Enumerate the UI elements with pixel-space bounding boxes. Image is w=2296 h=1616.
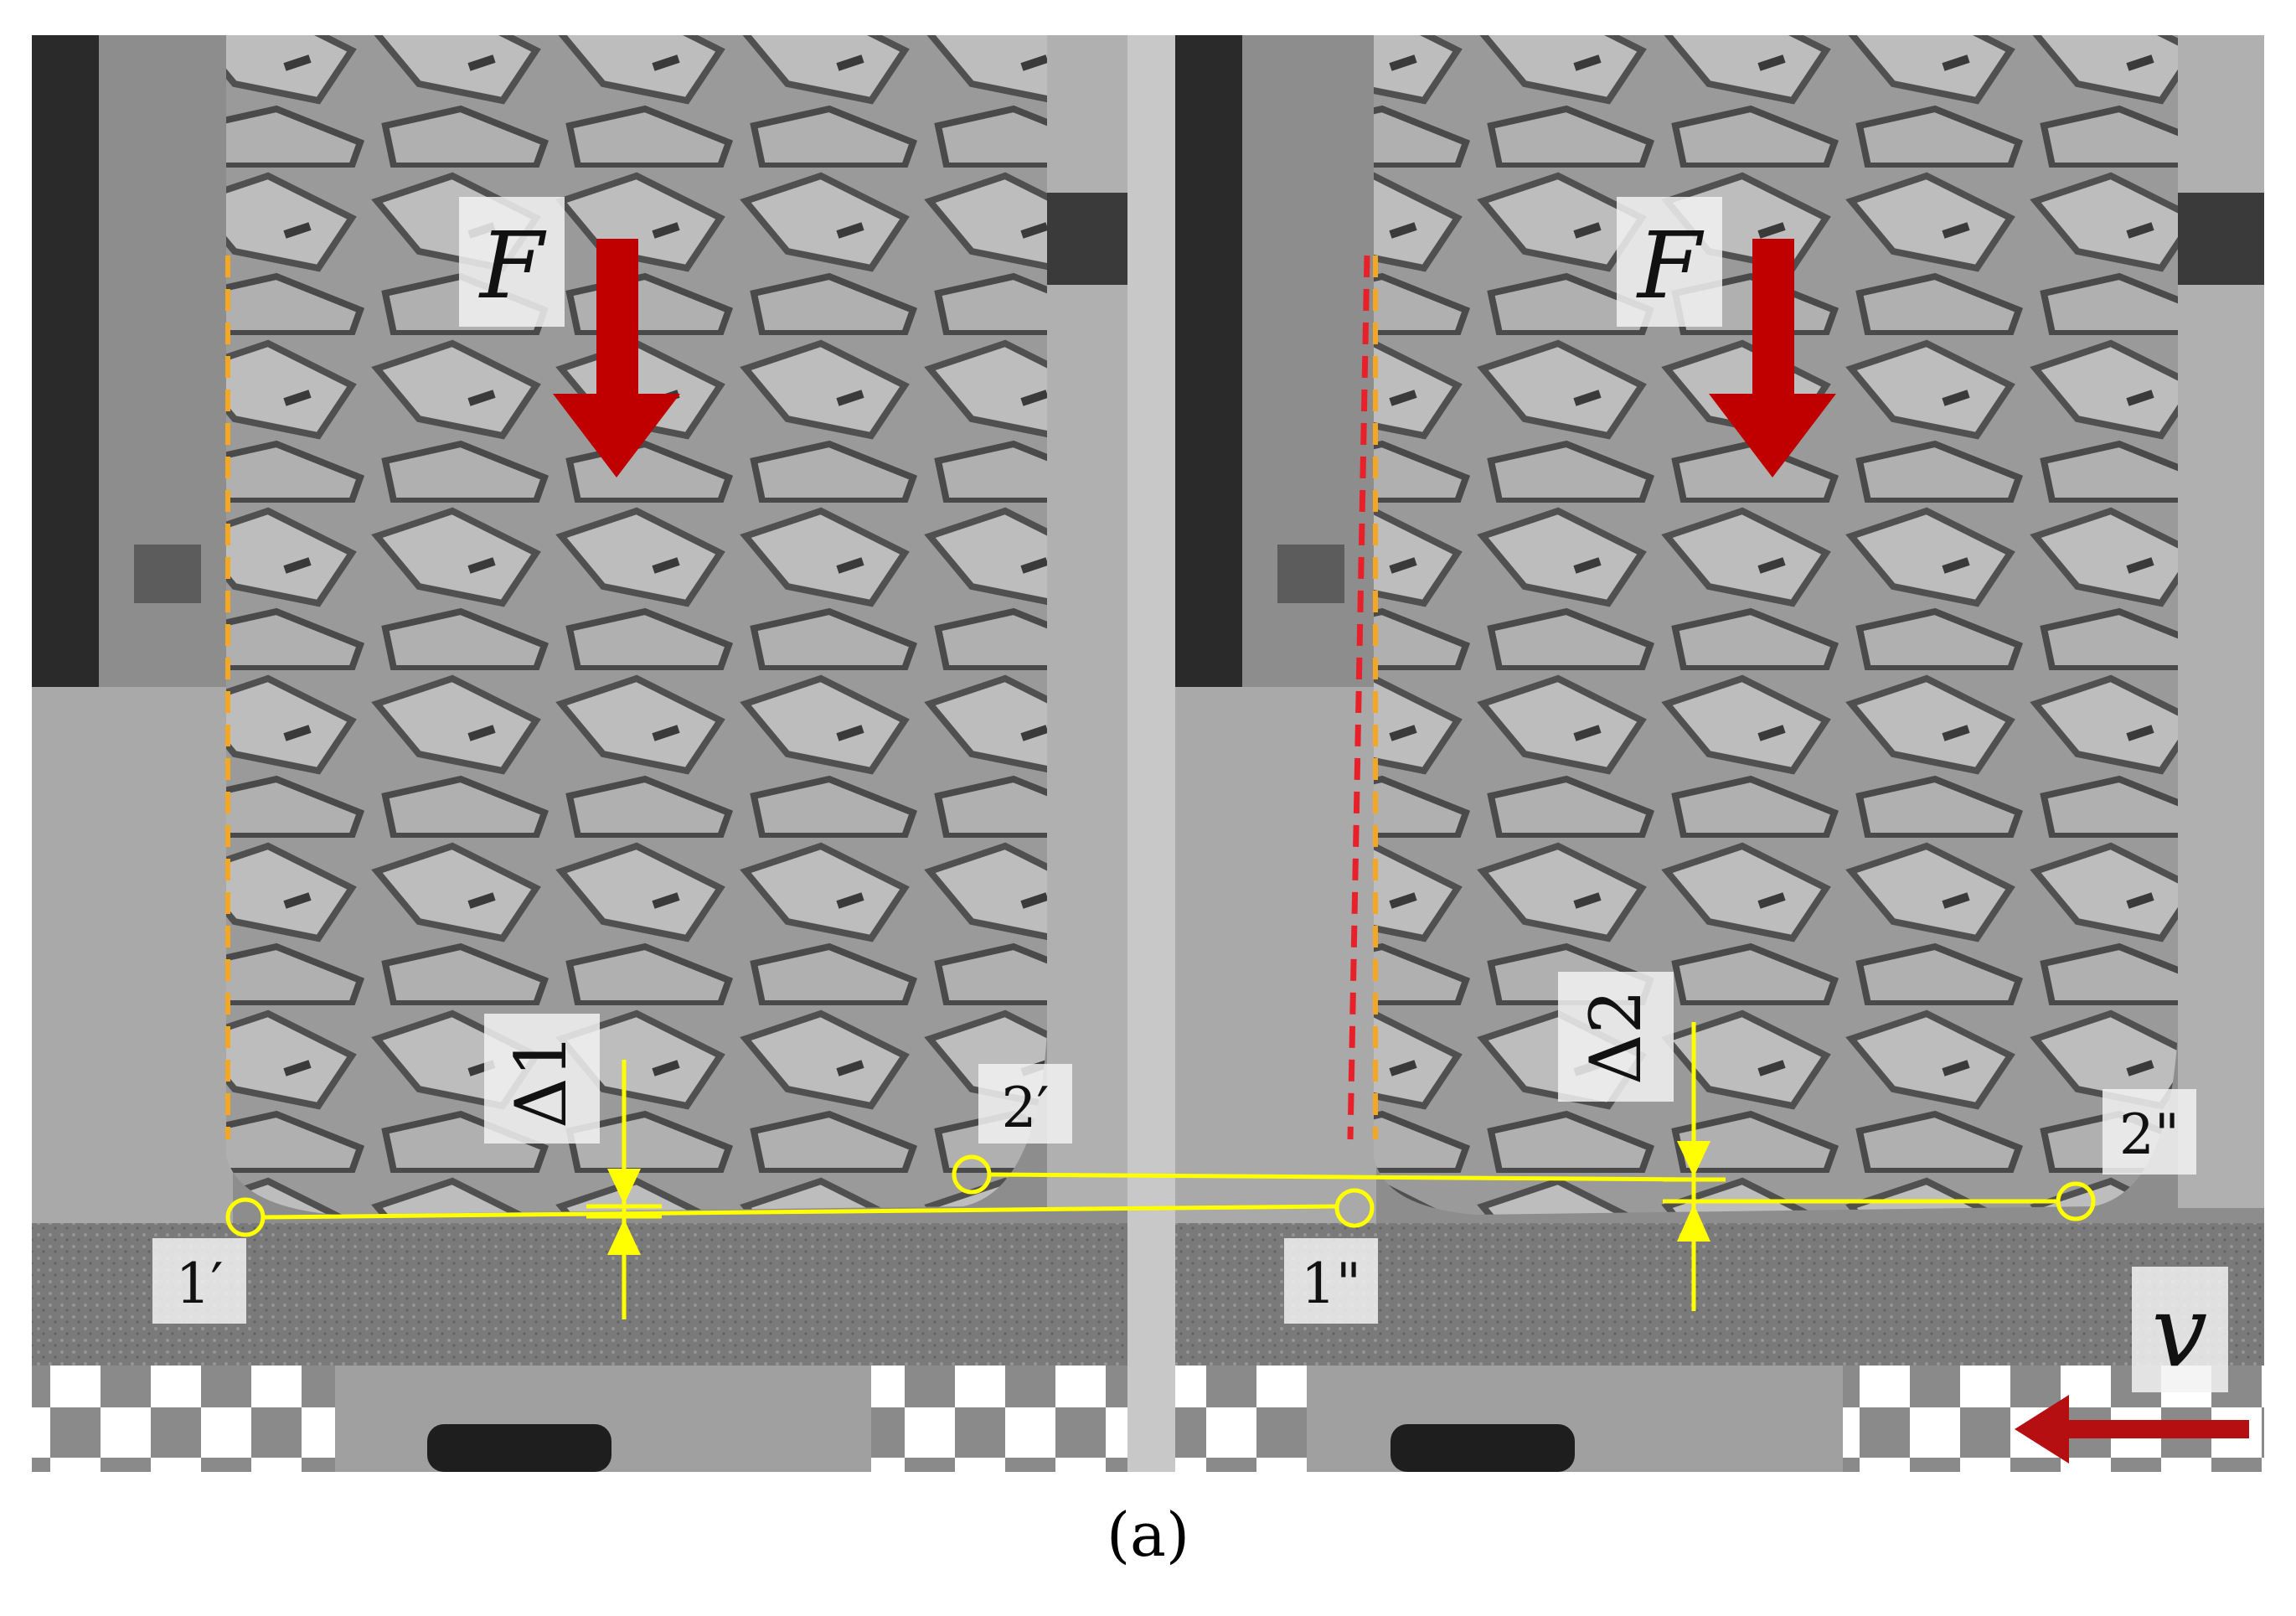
dashed-deformed-line-right [1347, 255, 1370, 1140]
force-label-left: F [478, 212, 547, 319]
delta-2-label: Δ2 [1575, 989, 1657, 1085]
point-2-prime-label: 2′ [1002, 1076, 1050, 1140]
delta-1-label: Δ1 [500, 1033, 582, 1128]
left-panel [32, 35, 1127, 1472]
force-label-right: F [1636, 212, 1705, 319]
measurement-lines [225, 1022, 2096, 1319]
left-arrow-icon [2052, 1420, 2249, 1438]
tire-left [226, 35, 1047, 1215]
velocity-label: v [2152, 1273, 2208, 1389]
figure-caption: (a) [1106, 1500, 1190, 1570]
point-2-dprime-label: 2" [2119, 1102, 2180, 1167]
velocity-arrow [2015, 1395, 2249, 1464]
point-1-prime-label: 1′ [176, 1252, 224, 1316]
down-arrow-icon [596, 239, 638, 398]
panel-separator [1127, 35, 1175, 1472]
force-arrow-left [553, 239, 680, 478]
tire-right [1374, 35, 2178, 1215]
force-arrow-right [1709, 239, 1836, 478]
point-1-dprime-label: 1" [1301, 1252, 1361, 1316]
